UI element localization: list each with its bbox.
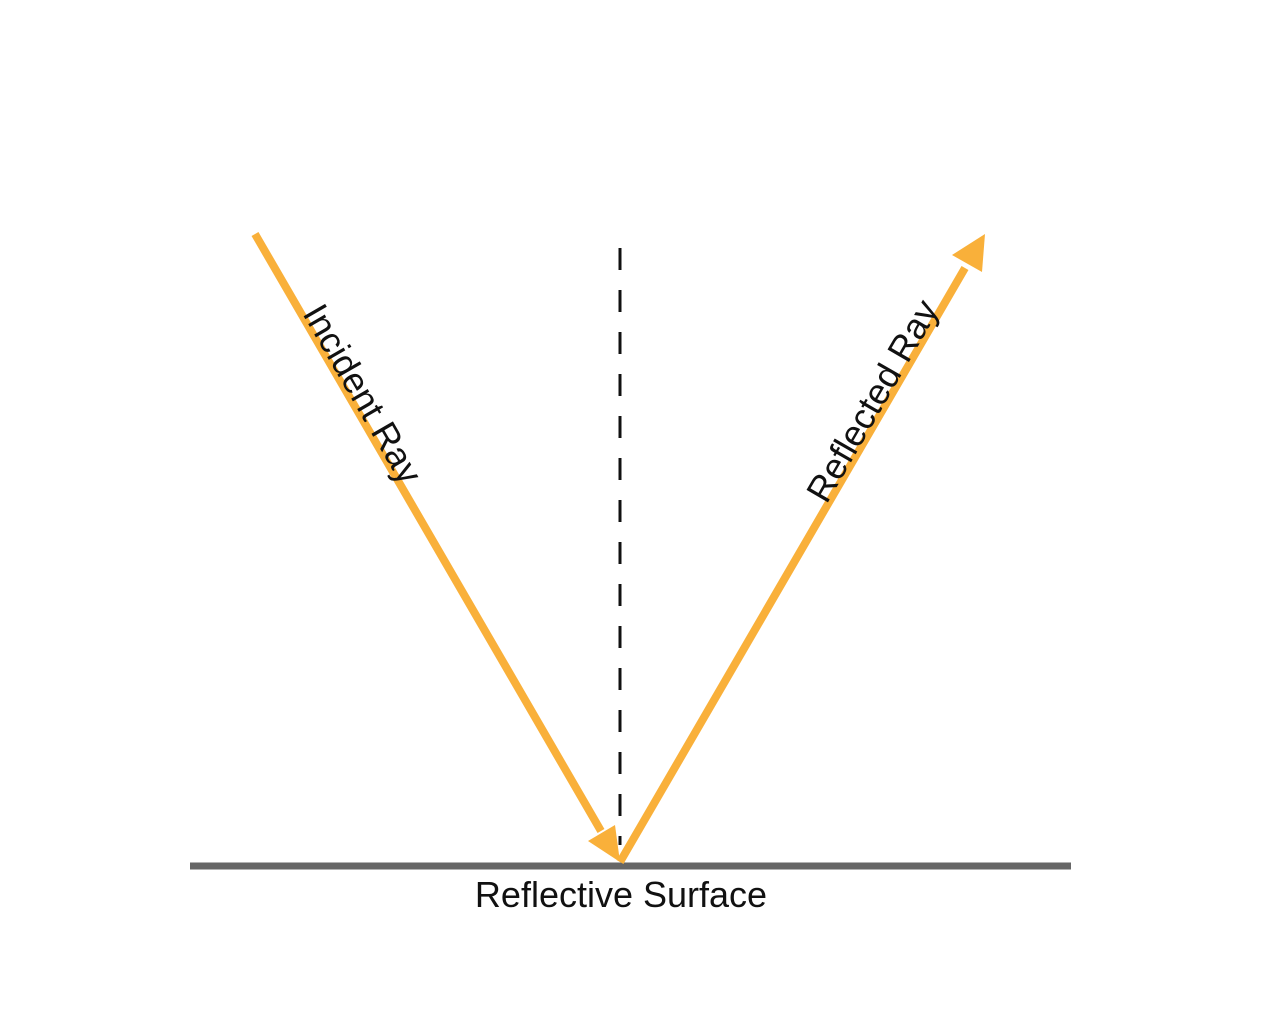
reflective-surface-label: Reflective Surface <box>475 874 767 915</box>
reflected-ray-arrowhead <box>952 234 985 272</box>
incident-ray-arrowhead <box>588 825 620 862</box>
reflected-ray-label: Reflected Ray <box>798 293 947 509</box>
reflected-ray-line <box>616 265 969 865</box>
incident-ray-line <box>251 231 605 834</box>
incident-ray-label: Incident Ray <box>295 297 431 491</box>
